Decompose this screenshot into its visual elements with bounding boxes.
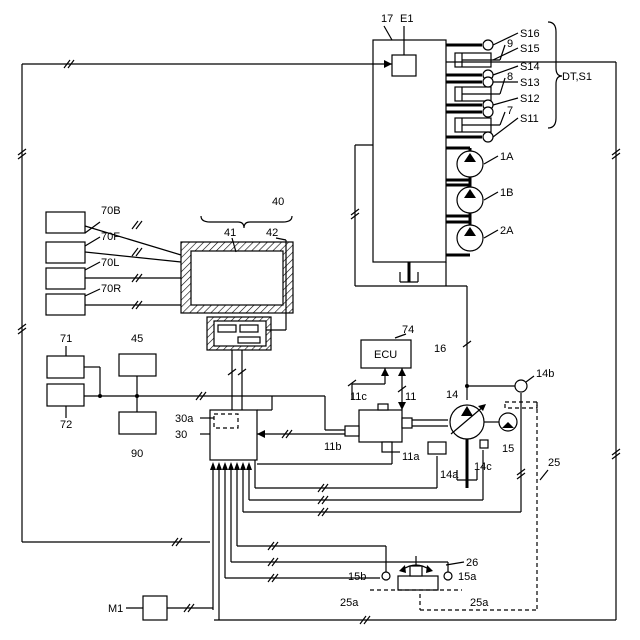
label-25: 25 xyxy=(548,457,560,469)
label-9: 9 xyxy=(507,38,513,50)
label-s16: S16 xyxy=(520,28,540,40)
camera-70b xyxy=(46,212,85,233)
valve-block-17 xyxy=(373,40,446,282)
label-2a: 2A xyxy=(500,225,514,237)
display-screen-41 xyxy=(191,251,283,305)
label-25a-right: 25a xyxy=(470,597,489,609)
label-s12: S12 xyxy=(520,93,540,105)
label-11c: 11c xyxy=(350,391,367,403)
controller-input-arrows xyxy=(210,462,252,470)
label-70f: 70F xyxy=(101,231,120,243)
cylinder-8 xyxy=(446,77,500,110)
label-70b: 70B xyxy=(101,205,121,217)
sensor-15a xyxy=(444,572,452,580)
label-45: 45 xyxy=(131,333,143,345)
label-90: 90 xyxy=(131,448,143,460)
label-14b: 14b xyxy=(536,368,554,380)
label-1a: 1A xyxy=(500,151,514,163)
motor-2a xyxy=(446,222,483,255)
label-17: 17 xyxy=(381,13,393,25)
display-device-40 xyxy=(181,242,293,350)
label-15b: 15b xyxy=(348,571,366,583)
camera-70l xyxy=(46,268,85,289)
label-70r: 70R xyxy=(101,283,121,295)
sensor-72 xyxy=(47,384,84,406)
label-14c: 14c xyxy=(474,461,492,473)
label-71: 71 xyxy=(60,333,72,345)
camera-70f xyxy=(46,242,85,263)
sensor-14a xyxy=(428,442,446,454)
label-11b: 11b xyxy=(324,441,342,453)
label-30a: 30a xyxy=(175,413,194,425)
sensor-14c xyxy=(480,440,488,448)
sensor-15b xyxy=(382,572,390,580)
label-30: 30 xyxy=(175,429,187,441)
label-26: 26 xyxy=(466,557,478,569)
label-41: 41 xyxy=(224,227,236,239)
cylinder-9 xyxy=(446,40,500,80)
label-25a-left: 25a xyxy=(340,597,359,609)
label-15: 15 xyxy=(502,443,514,455)
motor-1a xyxy=(446,148,483,180)
pump-14 xyxy=(450,404,486,439)
label-m1: M1 xyxy=(108,603,123,615)
label-42: 42 xyxy=(266,227,278,239)
label-dt-s1: DT,S1 xyxy=(562,71,592,83)
device-90 xyxy=(119,412,156,434)
controller-30 xyxy=(210,410,257,460)
camera-70r xyxy=(46,294,85,315)
label-s13: S13 xyxy=(520,77,540,89)
label-s15: S15 xyxy=(520,43,540,55)
motor-1b xyxy=(446,185,483,216)
label-15a: 15a xyxy=(458,571,477,583)
label-72: 72 xyxy=(60,419,72,431)
device-45 xyxy=(119,354,156,376)
label-16: 16 xyxy=(434,343,446,355)
label-11: 11 xyxy=(405,391,416,403)
label-s11: S11 xyxy=(520,113,539,125)
label-e1: E1 xyxy=(400,13,413,25)
label-8: 8 xyxy=(507,71,513,83)
sensor-71 xyxy=(47,356,84,378)
sensor-14b xyxy=(515,380,527,392)
label-11a: 11a xyxy=(402,451,420,463)
label-1b: 1B xyxy=(500,187,513,199)
label-14a: 14a xyxy=(440,469,459,481)
motor-m1 xyxy=(143,596,167,620)
engine-controller-e1 xyxy=(392,55,416,76)
label-7: 7 xyxy=(507,105,513,117)
label-14: 14 xyxy=(446,389,458,401)
valve-11 xyxy=(345,404,412,452)
label-s14: S14 xyxy=(520,61,540,73)
cylinder-7 xyxy=(446,107,500,142)
label-70l: 70L xyxy=(101,257,119,269)
label-40: 40 xyxy=(272,196,284,208)
label-ecu: ECU xyxy=(374,349,397,361)
